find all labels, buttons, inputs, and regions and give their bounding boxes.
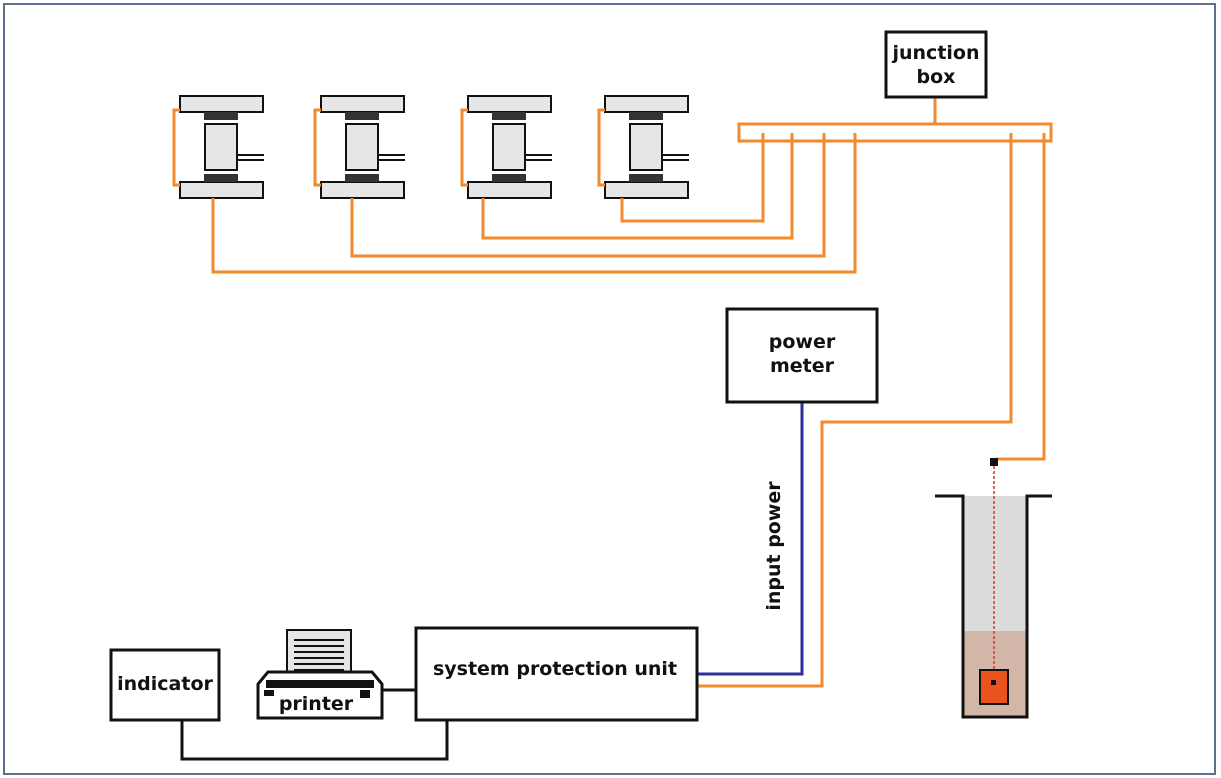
- cable-to-spu: [697, 133, 1013, 688]
- cable-cell-2: [350, 133, 826, 258]
- junction-bus: [737, 122, 1053, 143]
- power-meter-label-1: power: [769, 331, 836, 353]
- level-sensor: [979, 669, 1009, 705]
- power-meter: power meter: [725, 307, 879, 404]
- load-cell-2: [313, 95, 405, 199]
- system-protection-unit: system protection unit: [414, 626, 699, 722]
- indicator-spu-cable: [180, 720, 449, 761]
- indicator: indicator: [109, 648, 221, 722]
- power-meter-label-2: meter: [770, 355, 835, 377]
- junction-box: junction box: [884, 30, 988, 99]
- printer-label: printer: [279, 693, 354, 715]
- tank-sensor-mount: [990, 458, 998, 466]
- input-power-cable: [697, 402, 804, 676]
- cable-cell-4: [620, 133, 765, 223]
- printer: printer: [256, 629, 384, 720]
- cable-to-tank: [996, 133, 1046, 461]
- junction-box-label-2: box: [917, 66, 956, 88]
- junction-box-label-1: junction: [891, 42, 979, 64]
- load-cell-1: [172, 95, 264, 199]
- cable-cell-1: [211, 133, 857, 274]
- system-protection-unit-label: system protection unit: [433, 658, 677, 680]
- tank: [935, 458, 1052, 719]
- load-cell-4: [597, 95, 689, 199]
- input-power-label: input power: [763, 481, 785, 611]
- load-cell-3: [460, 95, 552, 199]
- indicator-label: indicator: [117, 673, 213, 695]
- cable-cell-3: [481, 133, 794, 240]
- signal-cables: [211, 97, 1053, 688]
